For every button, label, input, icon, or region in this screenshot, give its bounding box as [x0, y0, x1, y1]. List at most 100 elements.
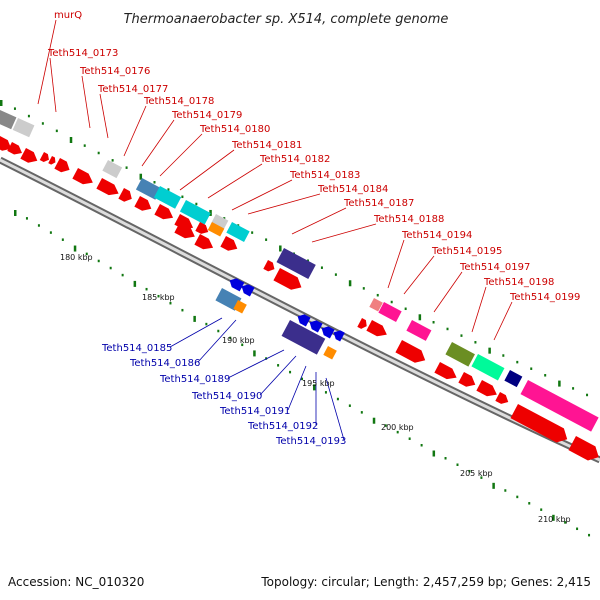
minor-tick [324, 391, 327, 394]
minor-tick [145, 287, 148, 291]
gene-label-red: Teth514_0179 [171, 110, 242, 121]
leader-line-red [159, 133, 203, 177]
minor-tick [169, 301, 172, 305]
gene-block-olive [445, 342, 475, 367]
minor-tick [552, 514, 555, 521]
minor-tick [217, 329, 220, 333]
major-tick [390, 300, 393, 304]
major-tick [460, 334, 463, 337]
gene-arrow-blue [333, 330, 345, 342]
gene-label-red: murQ [54, 10, 82, 21]
gene-arrow-blue [229, 278, 245, 292]
gene-arrow-red [39, 152, 49, 163]
minor-tick [205, 322, 208, 326]
leader-line-red [231, 179, 293, 211]
gene-block-slate-2 [281, 320, 326, 355]
gene-block-cyan [153, 186, 182, 209]
gene-label-red: Teth514_0182 [259, 154, 330, 165]
gene-arrow-red [154, 204, 174, 220]
leader-line-red [81, 75, 91, 129]
major-tick [153, 181, 156, 184]
minor-tick [241, 343, 244, 347]
leader-line-blue [227, 349, 285, 379]
gene-label-blue: Teth514_0185 [101, 343, 172, 354]
gene-arrow-red [357, 318, 367, 329]
gene-label-red: Teth514_0188 [373, 214, 444, 225]
major-tick [376, 293, 379, 297]
major-tick [223, 217, 226, 220]
gene-label-red: Teth514_0198 [483, 277, 554, 288]
gene-block-salmon [369, 298, 383, 312]
gene-arrow-blue [309, 320, 323, 333]
minor-tick [540, 508, 543, 511]
major-tick [404, 307, 407, 311]
major-tick [97, 151, 100, 155]
scale-label: 205 kbp [460, 469, 493, 478]
minor-tick [85, 252, 88, 256]
gene-label-red: Teth514_0173 [47, 48, 118, 59]
major-tick [265, 238, 268, 241]
gene-arrow-red [568, 436, 599, 461]
gene-arrow-red [194, 234, 214, 250]
major-tick [55, 129, 58, 133]
major-tick [488, 347, 491, 354]
minor-tick [61, 238, 64, 241]
gene-arrow-red [220, 236, 238, 251]
gene-block-steelblue-2 [215, 287, 242, 311]
minor-tick [372, 417, 376, 424]
gene-label-blue: Teth514_0190 [191, 391, 262, 402]
scale-label: 180 kbp [60, 253, 93, 262]
minor-tick [289, 370, 292, 374]
major-tick [320, 266, 323, 269]
gene-arrow-red [48, 156, 56, 165]
leader-line-red [49, 57, 57, 113]
gene-arrow-red [273, 268, 302, 290]
gene-arrow-red [434, 362, 457, 380]
gene-label-red: Teth514_0181 [231, 140, 302, 151]
leader-line-red [37, 19, 57, 105]
gene-arrow-red [263, 260, 275, 272]
gene-arrow-red [7, 142, 23, 155]
scale-label: 190 kbp [222, 336, 255, 345]
gene-arrow-red [20, 148, 38, 163]
minor-tick [157, 294, 160, 298]
major-tick [181, 195, 184, 199]
scale-label: 185 kbp [142, 293, 175, 302]
gene-label-red: Teth514_0178 [143, 96, 214, 107]
gene-label-blue: Teth514_0189 [159, 374, 230, 385]
minor-tick [384, 424, 387, 427]
minor-tick [396, 430, 399, 434]
minor-tick [504, 489, 507, 492]
leader-line-red [179, 149, 235, 191]
leader-line-red [123, 105, 147, 157]
gene-arrow-red [54, 158, 70, 173]
major-tick [306, 259, 309, 262]
gene-label-red: Teth514_0180 [199, 124, 270, 135]
minor-tick [133, 280, 137, 287]
minor-tick [576, 527, 579, 531]
gene-label-blue: Teth514_0186 [129, 358, 200, 369]
leader-line-red [493, 301, 513, 341]
map-title: Thermoanaerobacter sp. X514, complete ge… [124, 12, 449, 27]
gene-label-red: Teth514_0183 [289, 170, 360, 181]
gene-arrow-blue [297, 314, 311, 327]
major-tick [195, 202, 198, 206]
minor-tick [492, 482, 495, 489]
gene-block-orange-3 [323, 346, 337, 360]
gene-arrow-red [96, 178, 119, 196]
minor-tick [360, 411, 363, 414]
gene-label-red: Teth514_0177 [97, 84, 168, 95]
minor-tick [14, 210, 17, 216]
minor-tick [121, 273, 124, 277]
minor-tick [181, 308, 184, 312]
gene-arrow-red [72, 168, 93, 185]
gene-block-orange-2 [233, 300, 247, 314]
gene-block-pink [378, 302, 402, 322]
major-tick [362, 287, 365, 290]
minor-tick [480, 476, 483, 479]
gene-label-red: Teth514_0199 [509, 292, 580, 303]
minor-tick [97, 259, 100, 263]
major-tick [558, 380, 561, 387]
gene-block-lightgray [12, 118, 35, 138]
